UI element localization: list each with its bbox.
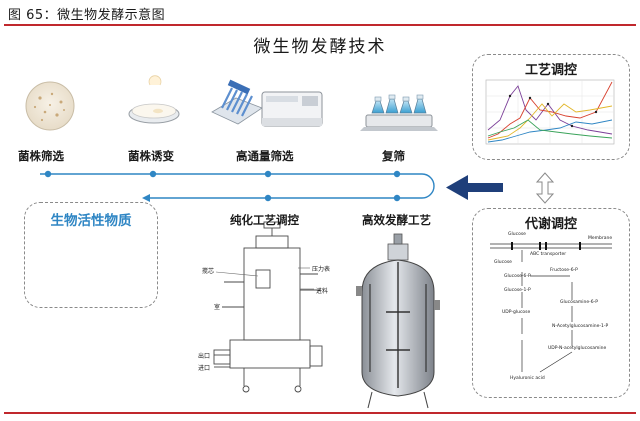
feedback-arrow-icon: [446, 175, 503, 200]
purification-callout-lines: [215, 267, 314, 290]
process-flow-loop: [40, 173, 435, 199]
pathway-label-fructose-6-p: Fructose-6-P: [550, 268, 578, 273]
apparatus-label-feed: 进料: [316, 288, 329, 295]
step-label-fermentation-process: 高效发酵工艺: [362, 213, 431, 227]
apparatus-label-inlet: 进口: [198, 365, 211, 372]
metabolic-control-panel: 代谢调控: [472, 208, 630, 398]
pathway-label-glucose-6-p: Glucose-6-P: [504, 274, 531, 279]
apparatus-label-chamber: 室: [214, 304, 221, 311]
step-label-strain-screening: 菌株筛选: [18, 149, 64, 163]
pathway-label-membrane: Membrane: [588, 236, 613, 241]
double-arrow-icon: [535, 172, 555, 204]
step-label-strain-mutagenesis: 菌株诱变: [128, 149, 174, 163]
strain-mutagenesis-dish-icon: [128, 75, 180, 124]
pathway-label-glucosamine-6-p: Glucosamine-6-P: [560, 300, 598, 305]
process-control-chart: [485, 79, 615, 145]
shaker-flasks-icon: [360, 94, 438, 131]
pathway-label-glucose-1-p: Glucose-1-P: [504, 288, 531, 293]
pathway-label-glucose: Glucose: [494, 260, 512, 265]
fermenter-tank-drawing: [356, 233, 440, 409]
main-title: 微生物发酵技术: [253, 37, 387, 57]
metabolic-control-title: 代谢调控: [524, 217, 577, 232]
footer-rule: [4, 412, 636, 414]
purification-apparatus-drawing: [213, 221, 323, 393]
step-label-purification-control: 纯化工艺调控: [230, 213, 299, 227]
flow-nodes: [44, 170, 401, 202]
apparatus-label-pressure-gauge: 压力表: [312, 266, 331, 273]
header-rule: [4, 24, 636, 26]
pathway-label-nacetylglucosamine-1-p: N-Acetylglucosamine-1-P: [552, 324, 609, 329]
flow-arrowhead: [142, 194, 150, 202]
figure-header: 图 65：微生物发酵示意图: [8, 8, 166, 23]
pathway-label-glucose-outside: Glucose: [508, 232, 526, 237]
pathway-label-udp-glucose: UDP-glucose: [502, 310, 531, 315]
pathway-label-udp-nacetylglucosamine: UDP-N-acetylglucosamine: [548, 346, 607, 351]
process-control-title: 工艺调控: [524, 63, 577, 78]
step-label-rescreening: 复筛: [382, 149, 405, 163]
high-throughput-rack-icon: [211, 79, 263, 125]
analyzer-machine-icon: [261, 91, 323, 127]
bioactive-product-title: 生物活性物质: [50, 213, 132, 229]
step-label-high-throughput-screening: 高通量筛选: [236, 149, 294, 163]
bioactive-product-panel: 生物活性物质: [24, 202, 158, 308]
pathway-label-hyaluronic-acid: Hyaluronic acid: [510, 376, 545, 381]
metabolic-pathway-drawing: [490, 242, 612, 373]
process-control-panel: 工艺调控: [472, 54, 630, 160]
pathway-label-abc-transporter: ABC transporter: [530, 252, 567, 257]
apparatus-label-stirrer: 搅芯: [202, 268, 215, 275]
apparatus-label-outlet: 出口: [198, 353, 211, 360]
strain-screening-dish-icon: [25, 81, 75, 131]
